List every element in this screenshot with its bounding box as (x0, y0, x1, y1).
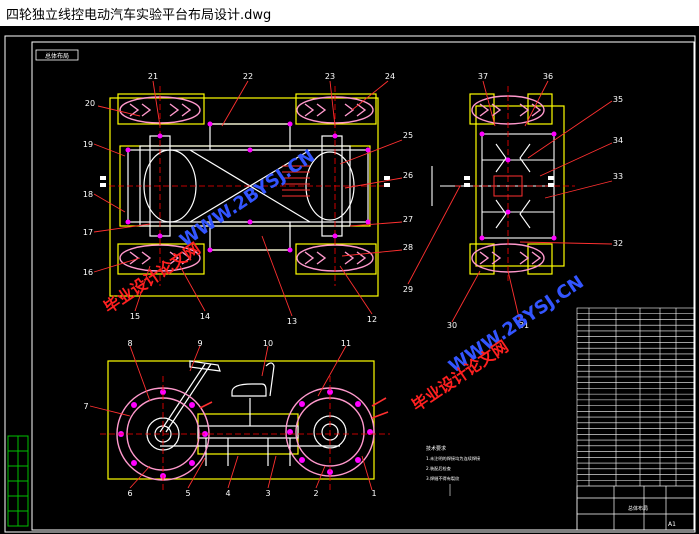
rear-view (431, 86, 575, 281)
callout-27: 27 (403, 215, 413, 224)
notes-heading: 技术要求 (426, 445, 446, 452)
left-green-strip (7, 435, 29, 527)
sheet-tag: 总体布局 (45, 52, 69, 60)
callout-15: 15 (130, 312, 140, 321)
callout-23: 23 (325, 72, 335, 81)
callout-26: 26 (403, 171, 413, 180)
notes-line-1: 1.未注明的焊接均为连续焊接 (426, 455, 481, 462)
callout-4: 4 (225, 489, 230, 498)
callout-35: 35 (613, 95, 623, 104)
callout-21: 21 (148, 72, 158, 81)
side-view (100, 360, 390, 492)
callout-30: 30 (447, 321, 457, 330)
parts-list (576, 307, 695, 531)
cad-drawing: 总体布局 (4, 35, 696, 533)
callout-25: 25 (403, 131, 413, 140)
callout-32: 32 (613, 239, 623, 248)
callout-24: 24 (385, 72, 395, 81)
callout-1: 1 (371, 489, 376, 498)
sheet-tag-box (35, 49, 79, 61)
title-block-drawing-no: A1 (668, 521, 676, 528)
callout-12: 12 (367, 315, 377, 324)
callout-8: 8 (127, 339, 132, 348)
callout-20: 20 (85, 99, 95, 108)
callout-5: 5 (185, 489, 190, 498)
callout-10: 10 (263, 339, 273, 348)
callout-33: 33 (613, 172, 623, 181)
notes-line-2: 2.装配后检查 (426, 465, 452, 472)
callout-28: 28 (403, 243, 413, 252)
window-title: 四轮独立线控电动汽车实验平台布局设计.dwg (6, 8, 272, 23)
steering-wheel-icon (189, 360, 221, 372)
callout-18: 18 (83, 190, 93, 199)
callout-37: 37 (478, 72, 488, 81)
callout-9: 9 (197, 339, 202, 348)
callout-36: 36 (543, 72, 553, 81)
title-block (576, 485, 695, 531)
callout-labels: 1 2 3 4 5 6 7 8 9 10 11 12 13 14 15 16 1… (83, 72, 623, 498)
outer-border (4, 35, 696, 533)
callout-31: 31 (519, 321, 529, 330)
notes-line-3: 3.焊缝不得有裂纹 (426, 475, 460, 482)
callout-11: 11 (341, 339, 351, 348)
callout-3: 3 (265, 489, 270, 498)
callout-19: 19 (83, 140, 93, 149)
leader-lines (89, 80, 613, 491)
callout-22: 22 (243, 72, 253, 81)
callout-14: 14 (200, 312, 210, 321)
callout-6: 6 (127, 489, 132, 498)
callout-2: 2 (313, 489, 318, 498)
title-block-name: 总体布局 (628, 505, 648, 512)
callout-7: 7 (83, 402, 88, 411)
callout-34: 34 (613, 136, 623, 145)
drawing-canvas[interactable]: 总体布局 (0, 26, 699, 534)
callout-13: 13 (287, 317, 297, 326)
callout-29: 29 (403, 285, 413, 294)
callout-17: 17 (83, 228, 93, 237)
technical-notes: 技术要求 1.未注明的焊接均为连续焊接 2.装配后检查 3.焊缝不得有裂纹 (426, 445, 481, 496)
window-titlebar: 四轮独立线控电动汽车实验平台布局设计.dwg (0, 0, 699, 27)
inner-border (31, 41, 695, 531)
seat-icon (231, 383, 267, 397)
callout-16: 16 (83, 268, 93, 277)
